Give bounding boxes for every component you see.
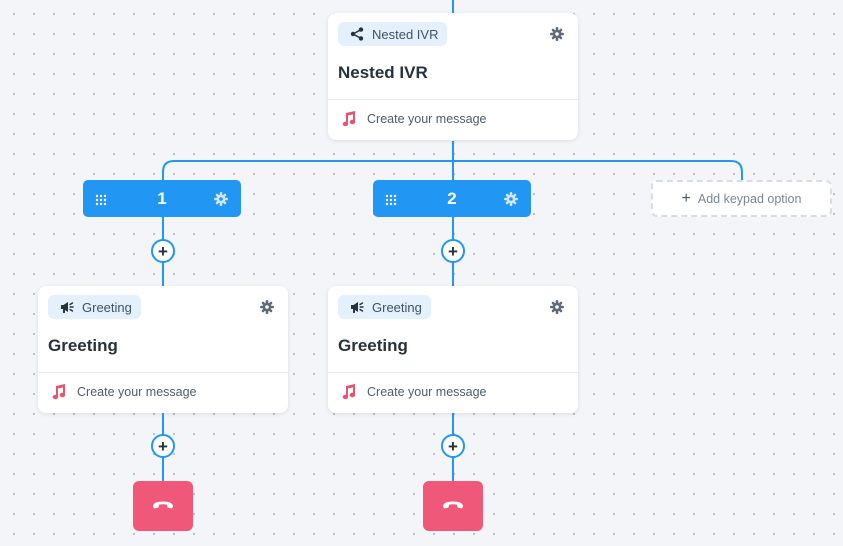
- greeting-type-chip: Greeting: [338, 295, 431, 319]
- phone-hangup-icon: [442, 497, 464, 515]
- greeting-title: Greeting: [48, 336, 118, 355]
- create-message-link[interactable]: Create your message: [52, 384, 197, 400]
- add-keypad-option-label: Add keypad option: [697, 191, 802, 206]
- music-note-icon: [52, 384, 66, 400]
- keypad-option-2[interactable]: 2: [373, 180, 531, 217]
- create-message-label: Create your message: [77, 385, 197, 399]
- gear-icon[interactable]: [549, 26, 564, 41]
- gear-icon[interactable]: [259, 299, 274, 314]
- keypad-option-1[interactable]: 1: [83, 180, 241, 217]
- gear-icon[interactable]: [213, 191, 228, 206]
- greeting-chip-label: Greeting: [82, 299, 132, 315]
- hangup-node[interactable]: [423, 481, 483, 531]
- megaphone-icon: [350, 300, 364, 314]
- add-step-button[interactable]: +: [151, 434, 175, 458]
- hangup-node[interactable]: [133, 481, 193, 531]
- dial-grid-icon: [95, 193, 107, 206]
- card-divider: [38, 372, 288, 373]
- add-step-button[interactable]: +: [441, 434, 465, 458]
- greeting-card-2[interactable]: Greeting Greeting Create your message: [328, 286, 578, 413]
- create-message-label: Create your message: [367, 112, 487, 126]
- greeting-type-chip: Greeting: [48, 295, 141, 319]
- music-note-icon: [342, 384, 356, 400]
- create-message-label: Create your message: [367, 385, 487, 399]
- nested-ivr-chip-label: Nested IVR: [372, 26, 439, 42]
- add-keypad-option-button[interactable]: + Add keypad option: [651, 180, 832, 217]
- nested-ivr-type-chip: Nested IVR: [338, 22, 448, 46]
- add-step-button[interactable]: +: [441, 239, 465, 263]
- greeting-title: Greeting: [338, 336, 408, 355]
- create-message-link[interactable]: Create your message: [342, 384, 487, 400]
- megaphone-icon: [60, 300, 74, 314]
- keypad-number: 1: [157, 189, 167, 208]
- card-divider: [328, 372, 578, 373]
- keypad-number: 2: [447, 189, 457, 208]
- add-step-button[interactable]: +: [151, 239, 175, 263]
- share-icon: [350, 27, 364, 41]
- gear-icon[interactable]: [549, 299, 564, 314]
- music-note-icon: [342, 111, 356, 127]
- gear-icon[interactable]: [503, 191, 518, 206]
- create-message-link[interactable]: Create your message: [342, 111, 487, 127]
- phone-hangup-icon: [152, 497, 174, 515]
- nested-ivr-title: Nested IVR: [338, 63, 428, 82]
- greeting-card-1[interactable]: Greeting Greeting Create your message: [38, 286, 288, 413]
- nested-ivr-card[interactable]: Nested IVR Nested IVR Create your messag…: [328, 13, 578, 140]
- dial-grid-icon: [385, 193, 397, 206]
- greeting-chip-label: Greeting: [372, 299, 422, 315]
- plus-icon: +: [681, 189, 691, 207]
- card-divider: [328, 99, 578, 100]
